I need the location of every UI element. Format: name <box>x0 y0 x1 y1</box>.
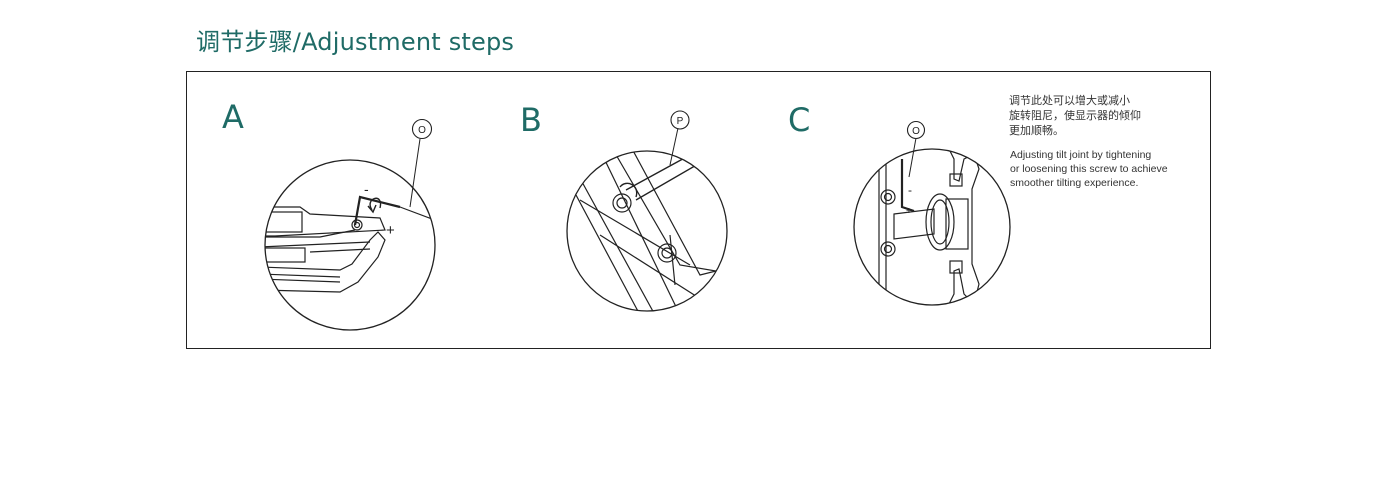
step-b-illustration: P <box>566 110 728 312</box>
step-b-letter: B <box>520 101 542 139</box>
note-english: Adjusting tilt joint by tightening or lo… <box>1010 149 1168 189</box>
step-c-minus-sign: - <box>908 183 912 197</box>
step-a-plus-sign: + <box>386 222 395 239</box>
step-a-tool-label: O <box>418 125 426 136</box>
step-a-minus-sign: - <box>364 181 369 197</box>
step-c-tool-label: O <box>912 126 920 137</box>
page-title: 调节步骤/Adjustment steps <box>196 28 515 56</box>
step-a-illustration: - + O <box>264 118 436 331</box>
step-c-letter: C <box>788 101 811 139</box>
step-c-illustration: - + O <box>853 120 1011 306</box>
note-chinese: 调节此处可以增大或减小 旋转阻尼，使显示器的倾仰 更加顺畅。 <box>1009 94 1141 137</box>
step-c-plus-sign: + <box>906 206 912 217</box>
step-a-letter: A <box>222 98 244 136</box>
step-b-tool-label: P <box>677 116 684 127</box>
adjustment-steps-panel: A - + O B <box>186 71 1211 349</box>
